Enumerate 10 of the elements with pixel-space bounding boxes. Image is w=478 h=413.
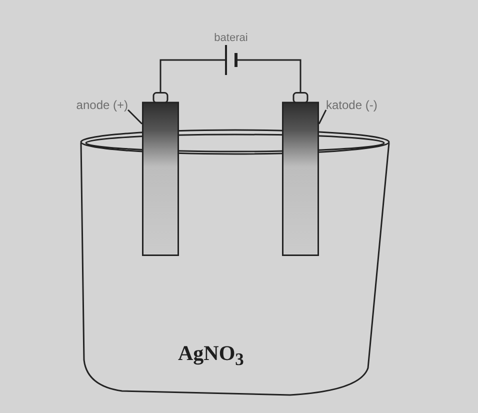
electrode-label: anode (+) — [76, 98, 128, 112]
leader-line — [318, 110, 327, 124]
leader-line — [127, 109, 143, 124]
electrode — [282, 92, 319, 256]
solution-label: AgNO$_{3}$ — [178, 341, 244, 372]
wire — [160, 59, 201, 92]
battery-label: baterai — [214, 32, 248, 44]
wire — [261, 59, 302, 92]
electrode-label: katode (-) — [326, 98, 378, 112]
electrode — [142, 92, 179, 256]
